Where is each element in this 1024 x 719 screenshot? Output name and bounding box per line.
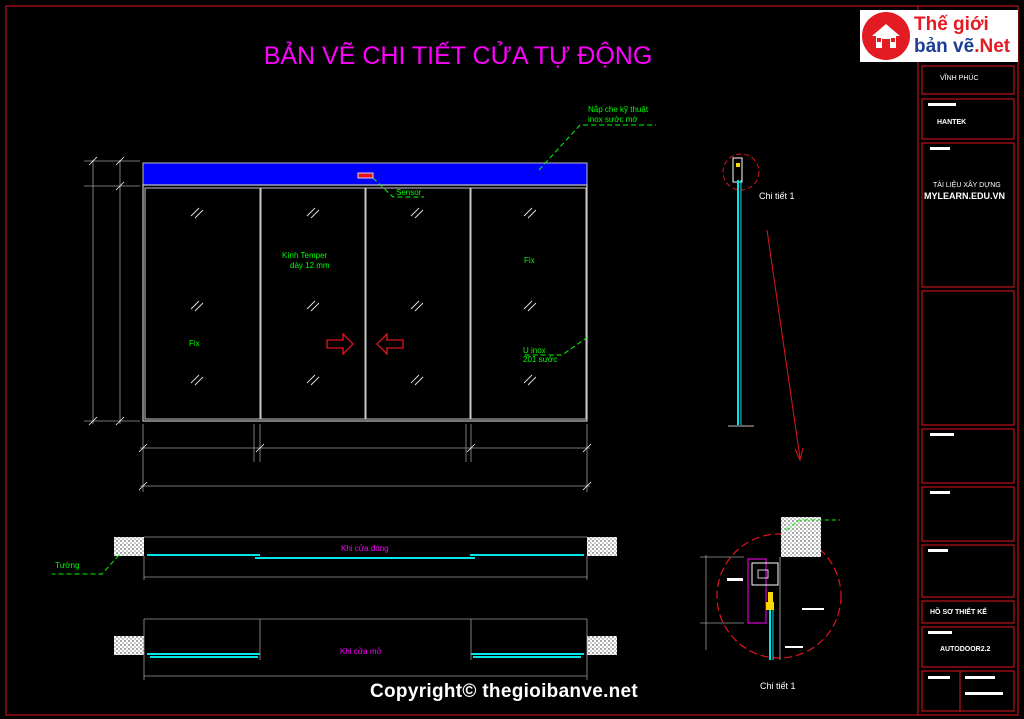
tb-code: AUTODOOR2.2 bbox=[940, 646, 991, 653]
label-open: Khi cửa mở bbox=[340, 647, 382, 656]
drawing-title: BẢN VẼ CHI TIẾT CỬA TỰ ĐỘNG bbox=[264, 40, 653, 70]
leader-wall bbox=[52, 554, 120, 575]
panel-sliding-right bbox=[365, 187, 471, 420]
copyright-watermark: Copyright© thegioibanve.net bbox=[370, 681, 639, 702]
detail-circle bbox=[700, 517, 842, 660]
logo-line1: Thế giới bbox=[914, 14, 989, 35]
tb-company: HANTEK bbox=[937, 119, 966, 126]
label-cover-2: inox sước mờ bbox=[588, 115, 638, 124]
door-section bbox=[722, 153, 804, 462]
label-u-inox-1: U inox bbox=[523, 346, 546, 355]
label-fix-left: Fix bbox=[189, 339, 200, 348]
tb-doc-type: HỒ SƠ THIẾT KẾ bbox=[930, 606, 987, 616]
label-glass-2: dày 12 mm bbox=[290, 261, 330, 270]
logo-line2a: bản vẽ bbox=[914, 36, 975, 57]
panel-sliding-left bbox=[260, 187, 366, 420]
arrow-right-icon bbox=[326, 332, 354, 356]
panel-fix-right bbox=[470, 187, 587, 420]
logo-line2: bản vẽ.Net bbox=[914, 36, 1010, 58]
label-closed: Khi cửa đóng bbox=[341, 544, 389, 553]
leader-u-inox bbox=[522, 336, 589, 356]
tb-website: MYLEARN.EDU.VN bbox=[924, 191, 1005, 201]
site-logo[interactable]: Thế giới bản vẽ.Net bbox=[860, 10, 1018, 62]
leader-cover bbox=[538, 124, 656, 171]
plan-open bbox=[114, 618, 617, 680]
title-block bbox=[917, 6, 1015, 715]
logo-line2b: .Net bbox=[974, 36, 1011, 57]
label-cover-1: Nắp che kỹ thuật bbox=[588, 105, 649, 114]
label-wall: Tường bbox=[55, 561, 79, 570]
label-u-inox-2: 201 sước bbox=[523, 355, 557, 364]
title-block-marks bbox=[928, 103, 1003, 695]
door-elevation bbox=[84, 124, 656, 492]
plan-closed bbox=[52, 536, 617, 580]
panel-fix-left bbox=[144, 187, 261, 420]
label-detail-top: Chi tiết 1 bbox=[759, 191, 795, 201]
glass-marks bbox=[190, 207, 537, 386]
leader-sensor bbox=[372, 177, 424, 198]
tb-location: VĨNH PHÚC bbox=[940, 73, 979, 82]
arrow-left-icon bbox=[376, 332, 404, 356]
tb-source: TÀI LIỆU XÂY DỰNG bbox=[933, 180, 1001, 189]
label-glass-1: Kính Temper bbox=[282, 251, 328, 260]
label-fix-right: Fix bbox=[524, 256, 535, 265]
label-detail-bottom: Chi tiết 1 bbox=[760, 681, 796, 691]
sensor-box bbox=[357, 172, 374, 179]
label-sensor: Sensor bbox=[396, 188, 422, 197]
house-icon bbox=[862, 12, 910, 60]
drawing-frame bbox=[5, 5, 1019, 716]
